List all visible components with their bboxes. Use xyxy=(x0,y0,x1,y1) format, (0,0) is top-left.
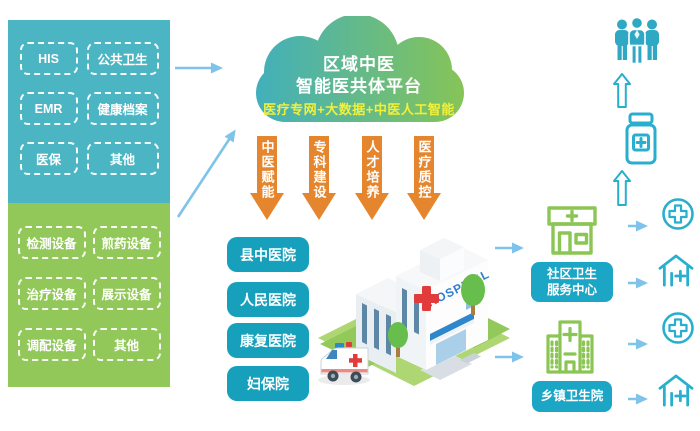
arrow-head xyxy=(407,193,441,220)
cloud-platform: 区域中医 智能医共体平台 医疗专网+大数据+中医人工智能 xyxy=(236,16,482,128)
township-hospital-label: 乡镇卫生院 xyxy=(532,381,612,412)
pillar-arrow: 人才培养 xyxy=(355,136,389,222)
cloud-title-line2: 智能医共体平台 xyxy=(296,77,422,96)
pillar-label: 中医赋能 xyxy=(259,140,275,200)
hospital-node: 县中医院 xyxy=(227,237,309,272)
community-clinic-label: 社区卫生 服务中心 xyxy=(531,262,613,302)
hospital-building-illustration: HOSPITAL xyxy=(318,238,510,386)
system-item: 健康档案 xyxy=(86,92,159,125)
arrow-shaft xyxy=(362,136,382,193)
flow-arrow-to-community xyxy=(495,242,524,254)
home-care-icon xyxy=(658,254,694,287)
system-item: 公共卫生 xyxy=(86,42,159,75)
medicine-bottle-icon xyxy=(625,112,657,165)
medical-plus-circle-icon xyxy=(662,312,694,344)
systems-panel: HIS 公共卫生 EMR 健康档案 医保 其他 xyxy=(8,20,170,203)
panel-to-pillars-arrow xyxy=(176,129,236,218)
pillar-label: 人才培养 xyxy=(364,140,380,200)
home-care-icon xyxy=(658,374,694,407)
community-clinic-label-line2: 服务中心 xyxy=(546,283,597,297)
device-item: 治疗设备 xyxy=(17,277,86,310)
community-clinic-icon xyxy=(547,206,597,255)
pillar-label: 专科建设 xyxy=(311,140,327,200)
hospital-node: 人民医院 xyxy=(227,282,309,317)
device-item: 调配设备 xyxy=(17,328,86,361)
arrow-head xyxy=(302,193,336,220)
system-item: EMR xyxy=(19,92,78,125)
cloud-shape-icon xyxy=(256,16,464,122)
device-item: 煎药设备 xyxy=(92,226,161,259)
system-item: HIS xyxy=(19,42,78,75)
device-item: 展示设备 xyxy=(92,277,161,310)
flow-arrow-to-township xyxy=(495,351,524,363)
cloud-subtitle: 医疗专网+大数据+中医人工智能 xyxy=(263,102,455,117)
arrow-head xyxy=(355,193,389,220)
device-item: 检测设备 xyxy=(17,226,86,259)
devices-panel: 检测设备 煎药设备 治疗设备 展示设备 调配设备 其他 xyxy=(8,203,170,387)
flow-arrow-icon xyxy=(628,393,648,405)
system-item: 医保 xyxy=(19,142,78,175)
up-arrow-icon xyxy=(613,170,631,206)
flow-arrow-icon xyxy=(628,220,648,232)
up-arrow-icon xyxy=(613,73,631,108)
medical-plus-circle-icon xyxy=(662,198,694,230)
hospital-node: 康复医院 xyxy=(227,323,309,358)
pillar-arrow: 中医赋能 xyxy=(250,136,284,222)
arrow-head xyxy=(250,193,284,220)
arrow-shaft xyxy=(309,136,329,193)
device-item: 其他 xyxy=(92,328,161,361)
hospital-node: 妇保院 xyxy=(227,366,309,401)
arrow-shaft xyxy=(257,136,277,193)
arrow-shaft xyxy=(414,136,434,193)
pillar-arrow: 专科建设 xyxy=(302,136,336,222)
panel-to-cloud-arrow xyxy=(175,62,223,74)
township-hospital-icon xyxy=(546,320,594,374)
flow-arrow-icon xyxy=(628,338,648,350)
system-item: 其他 xyxy=(86,142,159,175)
flow-arrow-icon xyxy=(628,277,648,289)
cloud-title-line1: 区域中医 xyxy=(323,55,395,74)
ambulance-icon xyxy=(318,342,370,385)
pillar-label: 医疗质控 xyxy=(416,140,432,200)
people-group-icon xyxy=(615,16,659,65)
community-clinic-label-line1: 社区卫生 xyxy=(546,266,597,281)
pillar-arrow: 医疗质控 xyxy=(407,136,441,222)
